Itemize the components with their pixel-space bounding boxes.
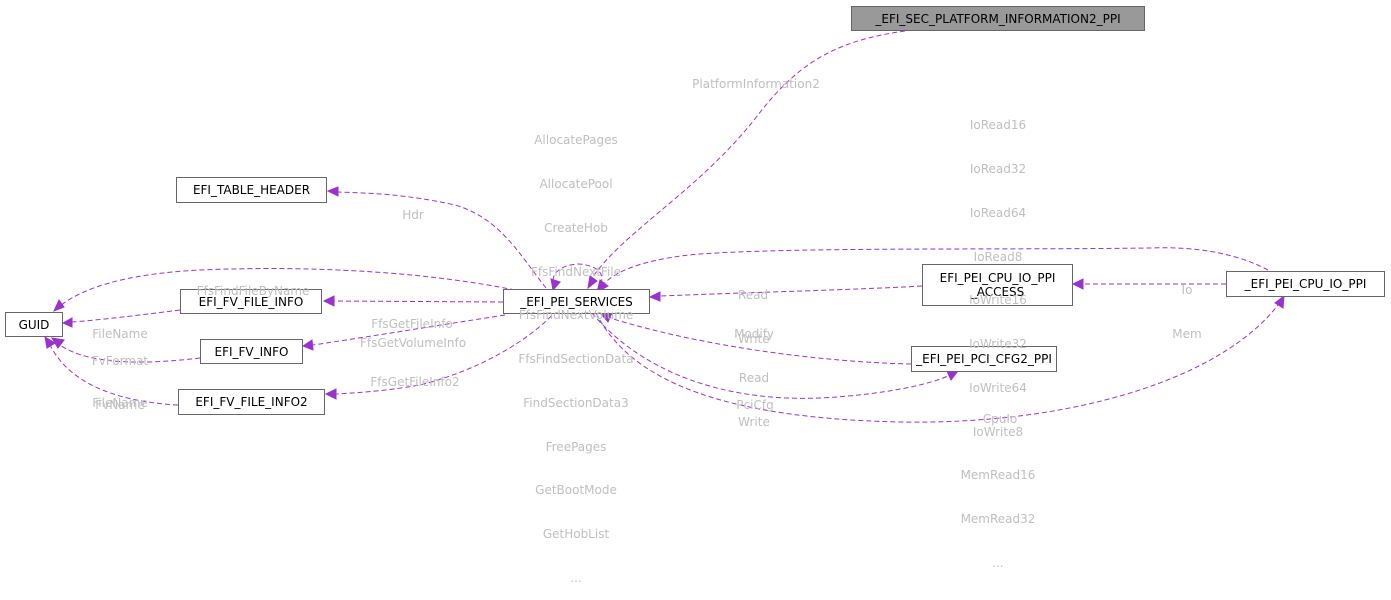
edge-label-ffs-get-volume-info: FfsGetVolumeInfo bbox=[359, 336, 467, 351]
edge-label-services-self: AllocatePages AllocatePool CreateHob Ffs… bbox=[500, 104, 652, 600]
edge-ffs-get-volume-info bbox=[312, 314, 506, 346]
edge-read-write-arrow bbox=[648, 291, 661, 302]
edge-cpu-io bbox=[595, 304, 1279, 423]
edge-ffs-get-file-info2-arrow bbox=[324, 388, 337, 400]
node-efi-fv-file-info[interactable]: EFI_FV_FILE_INFO bbox=[180, 289, 322, 314]
edge-label-ffs-find-file-by-name: FfsFindFileByName bbox=[196, 284, 310, 299]
node-efi-fv-info[interactable]: EFI_FV_INFO bbox=[200, 339, 303, 364]
edge-hdr-arrow bbox=[326, 186, 339, 197]
collaboration-diagram bbox=[44, 30, 1285, 423]
edge-label-line: FreePages bbox=[545, 439, 607, 454]
edge-label-line: ... bbox=[992, 556, 1004, 570]
edge-label-guid-file-name-2: FileName bbox=[92, 396, 148, 411]
edge-label-cpu-io: CpuIo bbox=[982, 412, 1018, 427]
edge-label-guid-file-name-1: FileName bbox=[92, 327, 148, 342]
edge-services-self-loop-arrow bbox=[550, 278, 561, 292]
edge-platform-information2 bbox=[591, 30, 906, 279]
edge-label-line: CreateHob bbox=[544, 220, 608, 235]
edge-fv-format-name bbox=[59, 344, 201, 363]
edge-ffs-get-file-info bbox=[332, 300, 504, 303]
node-label-line-2: _ACCESS bbox=[970, 285, 1025, 299]
edge-label-read-write: Read Write bbox=[738, 288, 770, 346]
edge-label-modify-read-write: Modify Read Write bbox=[734, 327, 774, 429]
edge-label-cpu-io-functions: IoRead16 IoRead32 IoRead64 IoRead8 IoWri… bbox=[948, 89, 1048, 585]
node-label: EFI_FV_INFO bbox=[214, 344, 289, 359]
edge-label-io-mem: Io Mem bbox=[1172, 283, 1202, 341]
node-label: _EFI_PEI_CPU_IO_PPI bbox=[1244, 277, 1367, 291]
edge-cpu-io-functions bbox=[602, 247, 1269, 286]
edge-fv-file-info-filename-arrow bbox=[61, 317, 73, 328]
edge-label-line: ... bbox=[570, 571, 582, 585]
edge-hdr bbox=[336, 191, 547, 289]
edge-label-line: IoWrite16 bbox=[969, 293, 1027, 308]
edge-label-line: IoWrite32 bbox=[969, 337, 1027, 352]
node-label: _EFI_PEI_SERVICES bbox=[520, 294, 633, 309]
node-guid[interactable]: GUID bbox=[5, 312, 63, 337]
edge-pci-cfg bbox=[591, 312, 951, 399]
edge-label-ffs-get-file-info2: FfsGetFileInfo2 bbox=[370, 375, 460, 390]
edge-ffs-get-file-info-arrow bbox=[322, 295, 335, 307]
edge-ffs-get-volume-info-arrow bbox=[301, 339, 314, 351]
node-efi-fv-file-info2[interactable]: EFI_FV_FILE_INFO2 bbox=[178, 389, 325, 415]
node-efi-table-header[interactable]: EFI_TABLE_HEADER bbox=[176, 177, 327, 203]
edge-label-line: MemRead32 bbox=[960, 512, 1036, 527]
edge-label-line: FfsFindNextFile bbox=[531, 264, 621, 279]
edge-read-write bbox=[659, 285, 923, 297]
edge-platform-information2-arrow bbox=[587, 275, 598, 290]
edge-modify-read-write bbox=[609, 317, 912, 365]
edge-label-fv-format-name: FvFormat FvName bbox=[91, 354, 149, 412]
edge-fv-file-info-filename bbox=[71, 309, 181, 323]
edge-label-line: IoWrite64 bbox=[969, 380, 1027, 395]
edge-label-ffs-get-file-info: FfsGetFileInfo bbox=[371, 317, 453, 332]
edge-label-line: MemRead16 bbox=[960, 468, 1036, 483]
edge-label-line: FindSectionData3 bbox=[523, 395, 629, 410]
edge-services-self-loop bbox=[552, 263, 603, 289]
node-label: _EFI_SEC_PLATFORM_INFORMATION2_PPI bbox=[875, 11, 1121, 26]
edge-label-line: AllocatePool bbox=[539, 176, 613, 191]
edge-ffs-find-file-by-name-arrow bbox=[53, 299, 65, 312]
edge-label-line: AllocatePages bbox=[534, 133, 618, 148]
edge-label-hdr: Hdr bbox=[402, 208, 424, 223]
node-label-line-1: EFI_PEI_CPU_IO_PPI bbox=[939, 271, 1056, 285]
edge-ffs-get-file-info2 bbox=[335, 309, 558, 395]
edge-io-mem-arrow bbox=[1071, 278, 1084, 290]
edge-label-pci-cfg: PciCfg bbox=[736, 398, 774, 413]
edge-ffs-find-file-by-name bbox=[59, 268, 516, 307]
edge-fv-file-info2-filename-arrow bbox=[44, 336, 56, 349]
node-efi-pei-cpu-io-ppi-access[interactable]: EFI_PEI_CPU_IO_PPI _ACCESS bbox=[922, 264, 1073, 306]
edge-fv-file-info2-filename bbox=[49, 344, 179, 406]
edge-label-line: IoRead64 bbox=[969, 205, 1027, 220]
node-label: EFI_TABLE_HEADER bbox=[192, 183, 311, 197]
edge-label-line: FfsFindNextVolume bbox=[518, 308, 634, 323]
node-efi-pei-cpu-io-ppi[interactable]: _EFI_PEI_CPU_IO_PPI bbox=[1226, 271, 1385, 297]
node-sec-platform-information2-ppi[interactable]: _EFI_SEC_PLATFORM_INFORMATION2_PPI bbox=[851, 6, 1145, 31]
node-efi-pei-services[interactable]: _EFI_PEI_SERVICES bbox=[503, 289, 650, 314]
node-label: EFI_FV_FILE_INFO bbox=[198, 294, 304, 309]
node-label: EFI_FV_FILE_INFO2 bbox=[195, 395, 308, 409]
node-label: _EFI_PEI_PCI_CFG2_PPI bbox=[916, 352, 1052, 366]
edge-cpu-io-arrow bbox=[1274, 294, 1285, 309]
node-label: GUID bbox=[18, 317, 50, 332]
edge-label-line: IoRead8 bbox=[973, 249, 1023, 264]
edge-label-line: GetBootMode bbox=[535, 483, 617, 498]
edge-label-line: GetHobList bbox=[542, 527, 610, 542]
edge-label-line: IoRead16 bbox=[969, 118, 1027, 133]
edge-label-platform-information2: PlatformInformation2 bbox=[692, 77, 820, 92]
edge-label-line: FfsFindSectionData bbox=[518, 352, 634, 367]
edge-label-line: IoRead32 bbox=[969, 161, 1027, 176]
node-efi-pei-pci-cfg2-ppi[interactable]: _EFI_PEI_PCI_CFG2_PPI bbox=[911, 346, 1057, 372]
